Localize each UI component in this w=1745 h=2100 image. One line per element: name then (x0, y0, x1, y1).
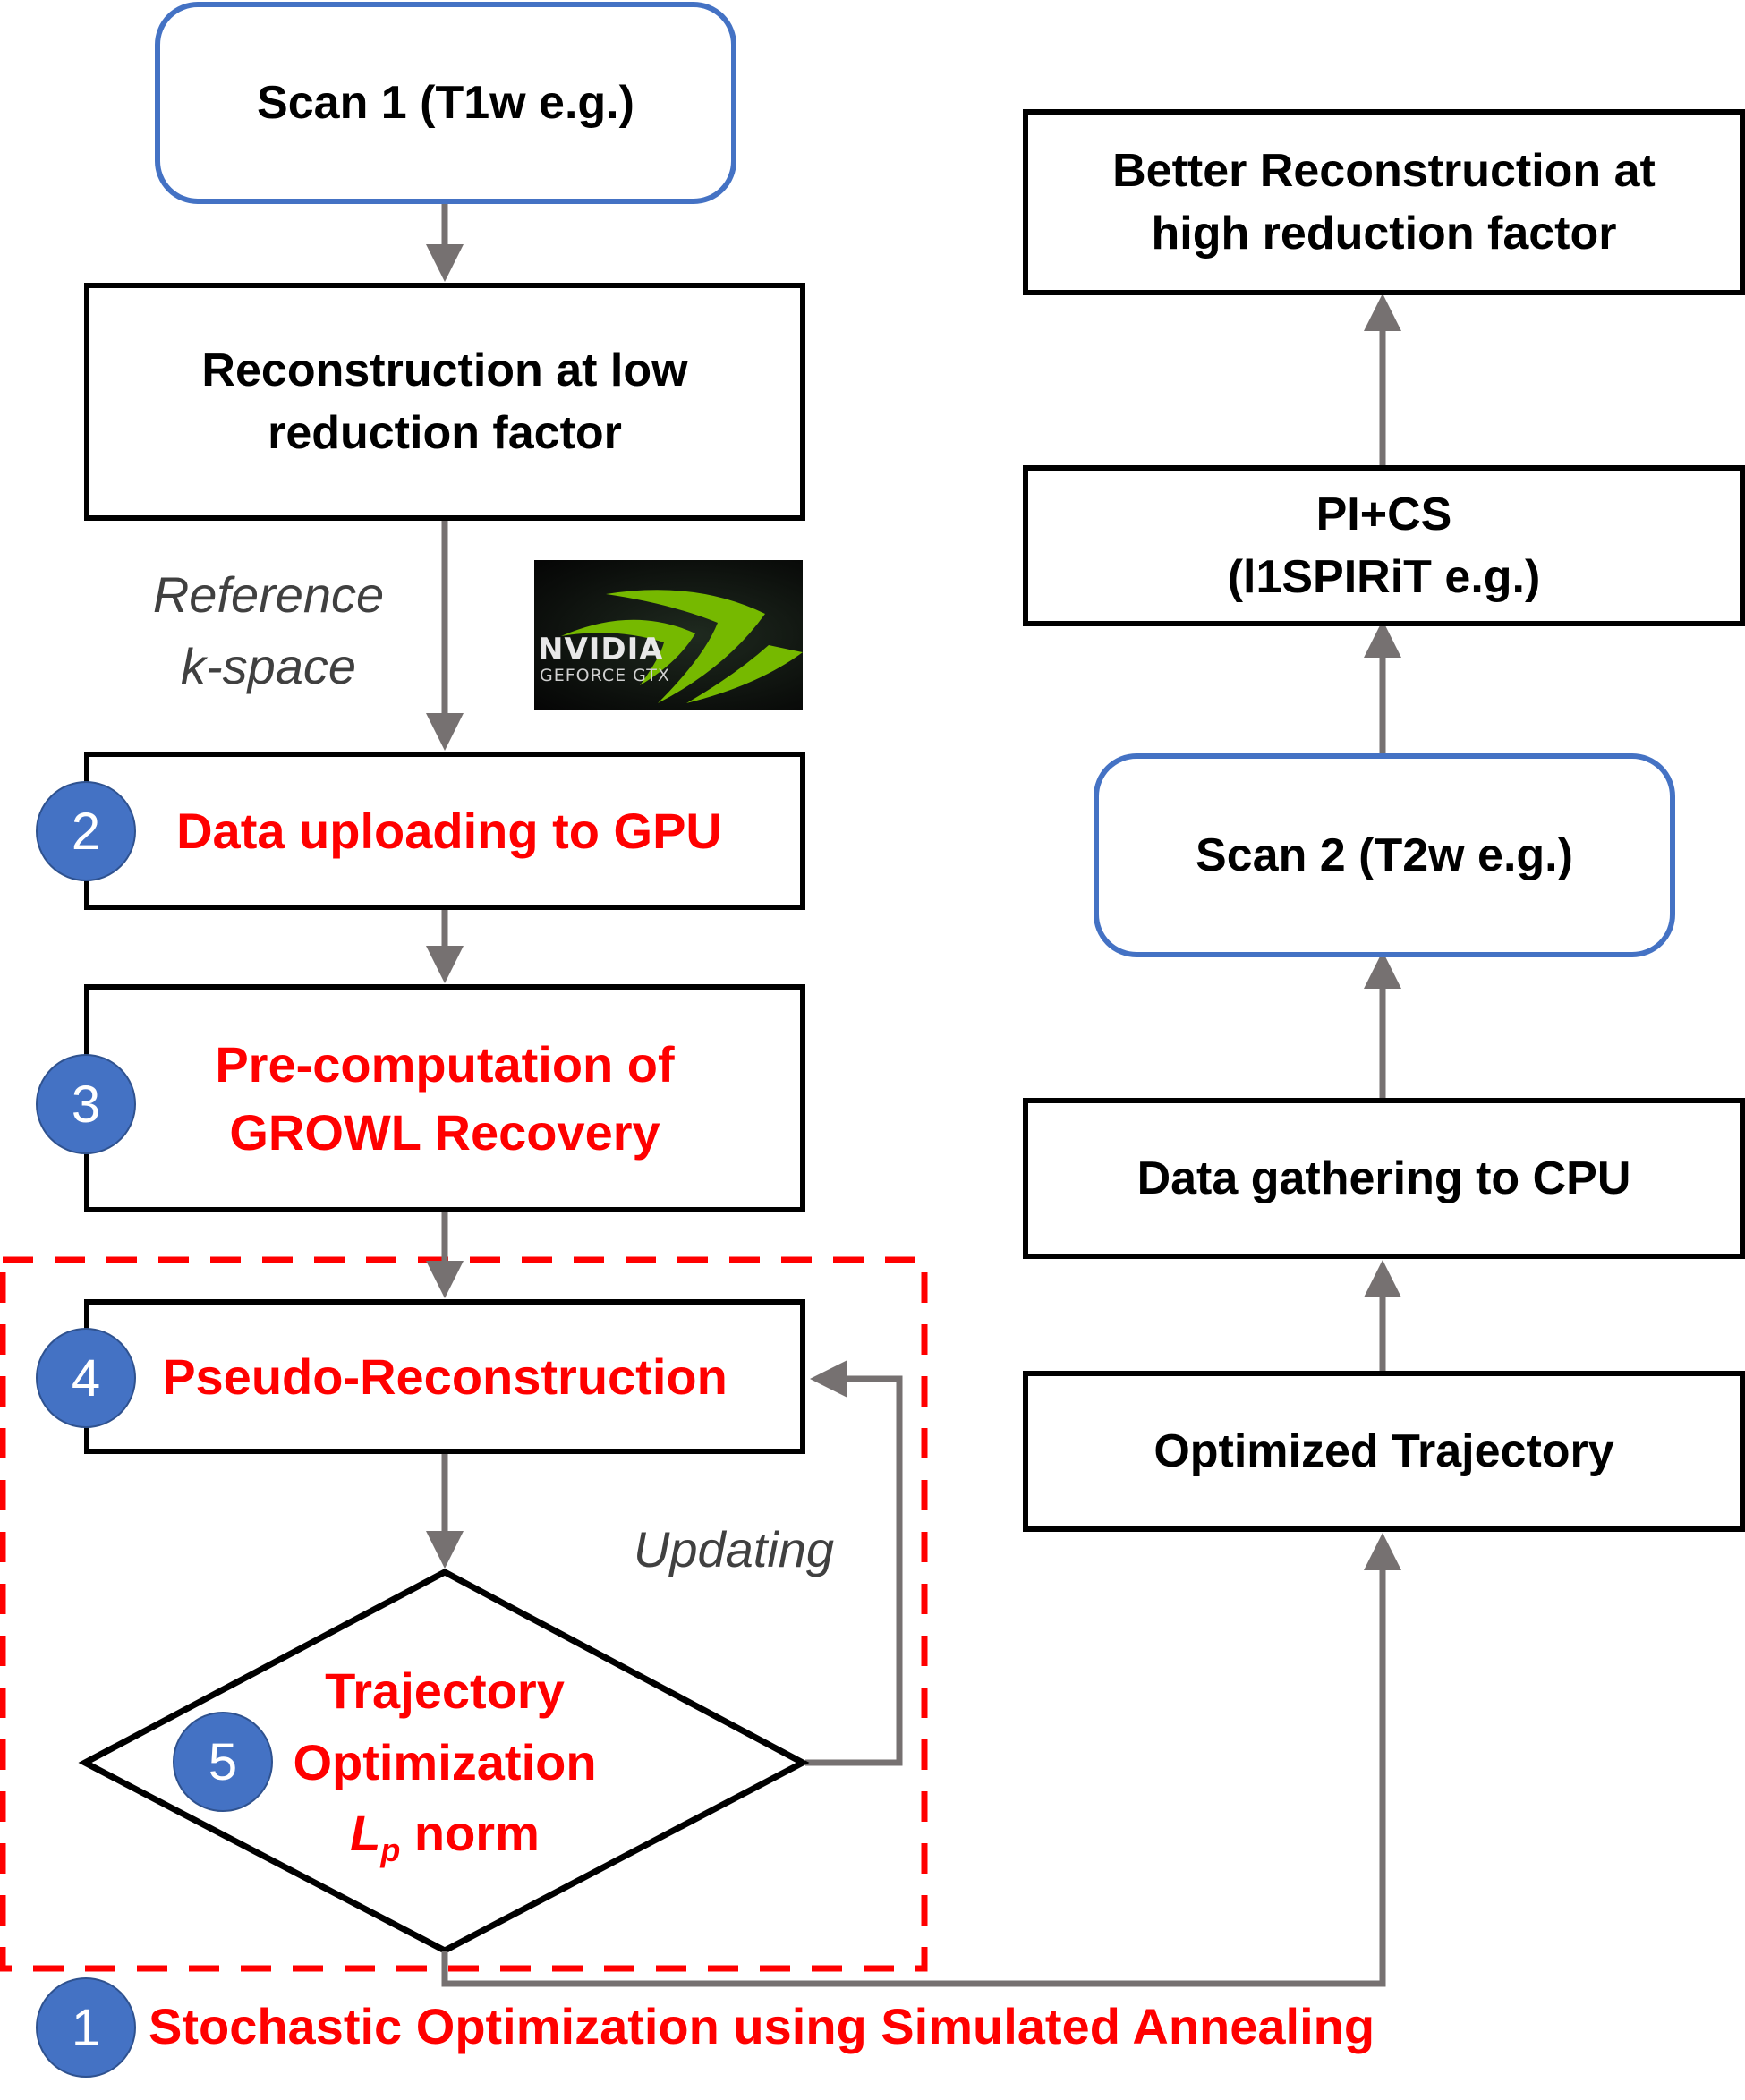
gather-label: Data gathering to CPU (1136, 1152, 1631, 1204)
gpu-brand-text: NVIDIA (538, 632, 664, 667)
step5-line2: Optimization (293, 1733, 597, 1790)
scan2-label: Scan 2 (T2w e.g.) (1196, 829, 1573, 881)
step3-line2: GROWL Recovery (229, 1103, 660, 1161)
pics-line1: PI+CS (1315, 488, 1452, 540)
step3-box: Pre-computation of GROWL Recovery (84, 984, 805, 1212)
better-recon-line1: Better Reconstruction at (1112, 144, 1656, 197)
pics-box: PI+CS (l1SPIRiT e.g.) (1023, 465, 1745, 626)
scan2-box: Scan 2 (T2w e.g.) (1094, 753, 1675, 957)
footer-caption: Stochastic Optimization using Simulated … (149, 1998, 1375, 2054)
gpu-model-text: GEFORCE GTX (540, 666, 670, 685)
scan1-box: Scan 1 (T1w e.g.) (155, 2, 736, 204)
arrow-decision-to-optimized (441, 1533, 1401, 1987)
step4-box: Pseudo-Reconstruction (84, 1299, 805, 1454)
step2-box: Data uploading to GPU (84, 752, 805, 910)
norm-subscript: p (380, 1832, 401, 1869)
step5-badge: 5 (173, 1712, 273, 1812)
recon-low-box: Reconstruction at low reduction factor (84, 283, 805, 521)
step5-norm: Lp norm (266, 1798, 624, 1873)
step4-label: Pseudo-Reconstruction (162, 1348, 728, 1405)
reference-label-line1: Reference (152, 566, 385, 623)
scan1-label: Scan 1 (T1w e.g.) (257, 76, 634, 129)
step2-label: Data uploading to GPU (176, 802, 722, 859)
pics-line2: (l1SPIRiT e.g.) (1227, 551, 1541, 603)
arrow-updating-loop (805, 1360, 903, 1766)
step4-badge: 4 (36, 1328, 136, 1428)
optimized-label: Optimized Trajectory (1153, 1424, 1614, 1477)
better-recon-line2: high reduction factor (1151, 208, 1617, 259)
norm-word: norm (413, 1805, 540, 1862)
step2-badge: 2 (36, 781, 136, 881)
norm-symbol: L (350, 1805, 381, 1862)
step3-line1: Pre-computation of (215, 1035, 675, 1093)
step3-badge: 3 (36, 1054, 136, 1154)
updating-label: Updating (633, 1521, 835, 1577)
nvidia-eye-icon (561, 590, 803, 703)
step1-badge: 1 (36, 1977, 136, 2078)
step5-line1: Trajectory (325, 1662, 565, 1719)
recon-low-line2: reduction factor (268, 407, 622, 459)
gather-box: Data gathering to CPU (1023, 1098, 1745, 1259)
step5-text: Trajectory Optimization Lp norm (266, 1655, 624, 1873)
reference-kspace-label: Reference k-space (125, 559, 412, 701)
recon-low-line1: Reconstruction at low (201, 344, 688, 396)
better-recon-box: Better Reconstruction at high reduction … (1023, 109, 1745, 295)
reference-label-line2: k-space (180, 637, 357, 694)
nvidia-geforce-logo: NVIDIA GEFORCE GTX (534, 560, 803, 710)
optimized-trajectory-box: Optimized Trajectory (1023, 1371, 1745, 1532)
optimization-region-dashed (0, 1256, 928, 1972)
